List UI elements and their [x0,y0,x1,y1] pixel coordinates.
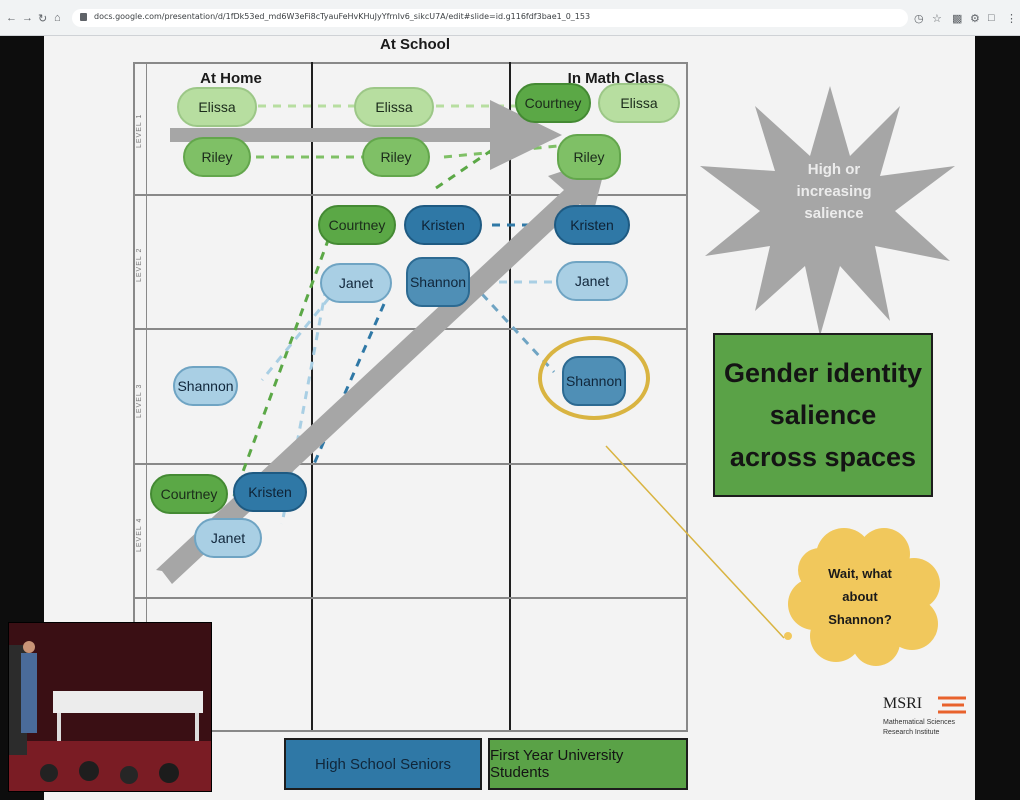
pill-school-elissa[interactable]: Elissa [354,87,434,127]
grid-left-inner [146,62,147,732]
pill-math-riley[interactable]: Riley [557,134,621,180]
pill-school-kristen[interactable]: Kristen [404,205,482,245]
lock-icon [80,13,87,21]
pill-math-elissa[interactable]: Elissa [598,83,680,123]
pill-school-riley[interactable]: Riley [362,137,430,177]
pill-home-janet[interactable]: Janet [194,518,262,558]
title-box: Gender identity salience across spaces [713,333,933,497]
share-icon[interactable]: ◷ [914,13,924,25]
back-icon[interactable]: ← [6,12,17,24]
grid-left-outer [133,62,135,732]
speaker-video[interactable] [8,622,212,792]
column-header-math: In Math Class [567,70,665,87]
puzzle-icon[interactable]: ⚙ [970,13,980,25]
grid-row-3 [133,463,688,465]
extension-icon[interactable]: ▩ [952,13,963,25]
column-header-home: At Home [200,70,262,87]
pill-school-shannon[interactable]: Shannon [406,257,470,307]
forward-icon[interactable]: → [22,12,33,24]
logo-subtitle: Mathematical Sciences Research Institute [883,719,955,736]
grid-col-divider-1 [311,62,313,732]
home-icon[interactable]: ⌂ [54,12,61,24]
grid-row-2 [133,328,688,330]
logo-title: MSRI [883,695,923,712]
starburst-text: High or increasing salience [796,161,872,222]
browser-toolbar: ← → ↻ ⌂ docs.google.com/presentation/d/1… [0,0,1020,36]
pill-math-courtney[interactable]: Courtney [515,83,591,123]
starburst-shape [700,86,955,336]
grid-top [133,62,688,64]
grid-row-4 [133,597,688,599]
pill-school-courtney[interactable]: Courtney [318,205,396,245]
msri-logo-icon [938,696,966,714]
right-margin [975,36,1020,800]
thought-cloud [784,528,940,666]
pill-math-janet[interactable]: Janet [556,261,628,301]
pill-home-shannon[interactable]: Shannon [173,366,238,406]
grid-bottom [133,730,688,732]
pill-home-riley[interactable]: Riley [183,137,251,177]
reload-icon[interactable]: ↻ [38,13,48,25]
cloud-text: Wait, what about Shannon? [828,566,892,627]
address-bar[interactable] [72,9,908,27]
pill-home-elissa[interactable]: Elissa [177,87,257,127]
menu-icon[interactable]: ⋮ [1006,13,1017,25]
pill-home-courtney[interactable]: Courtney [150,474,228,514]
pill-math-shannon[interactable]: Shannon [562,356,626,406]
pill-math-kristen[interactable]: Kristen [554,205,630,245]
column-header-school: At School [380,36,450,53]
legend-high-school-seniors: High School Seniors [284,738,482,790]
grid-col-divider-2 [509,62,511,732]
profile-icon[interactable]: □ [988,12,995,24]
grid-right [686,62,688,732]
video-scene [9,623,211,791]
legend-first-year-students: First Year University Students [488,738,688,790]
url-text[interactable]: docs.google.com/presentation/d/1fDk53ed_… [94,12,591,21]
pill-school-janet[interactable]: Janet [320,263,392,303]
pill-home-kristen[interactable]: Kristen [233,472,307,512]
star-icon[interactable]: ☆ [932,13,942,25]
grid-row-1 [133,194,688,196]
